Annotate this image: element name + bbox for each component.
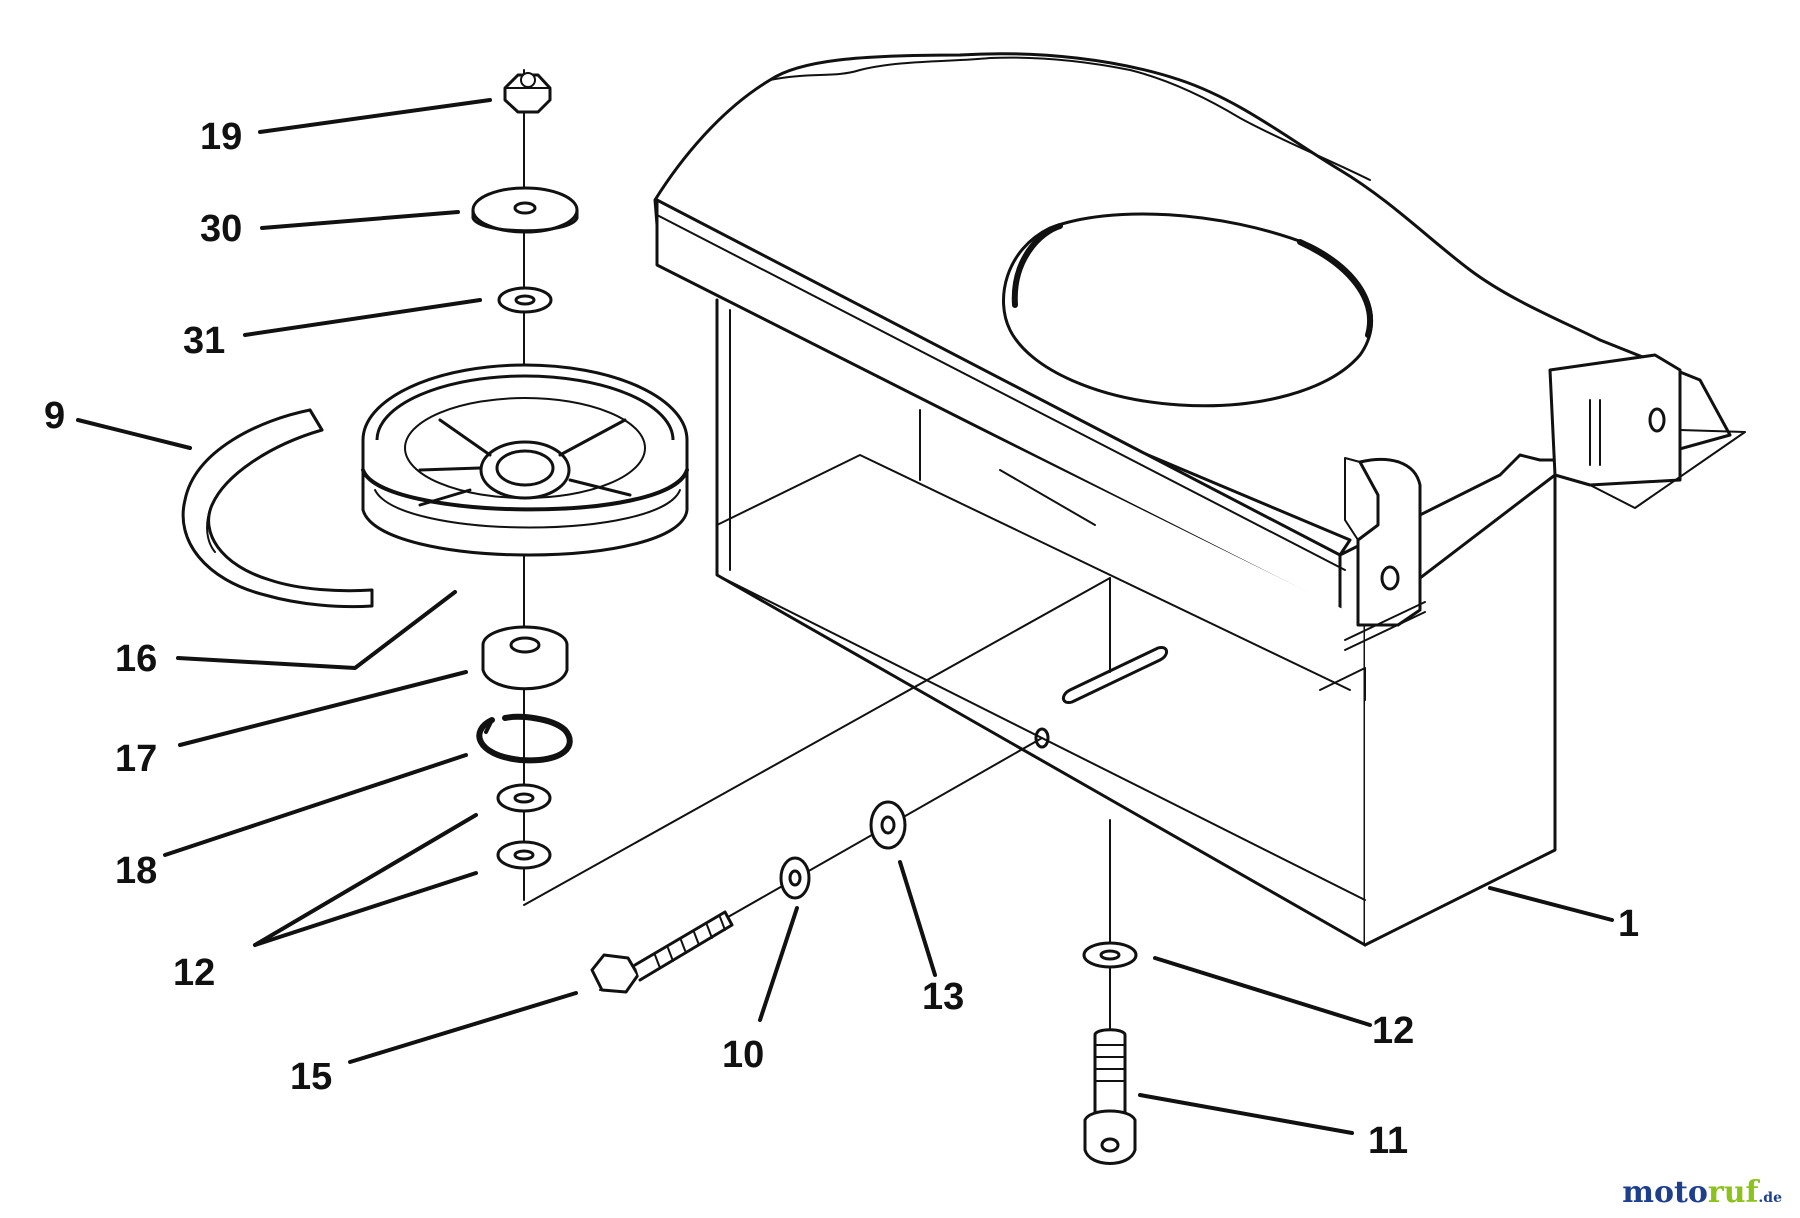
housing-right-bracket (1548, 353, 1682, 487)
watermark-part-c: .de (1758, 1190, 1782, 1206)
callout-1: 1 (1618, 903, 1640, 945)
pulley-part-16 (361, 363, 689, 557)
callout-12-right: 12 (1372, 1010, 1415, 1052)
callout-13: 13 (922, 976, 965, 1018)
housing-hole (1034, 727, 1050, 749)
housing-part-1 (653, 52, 1746, 947)
callout-16: 16 (115, 638, 158, 680)
callout-19: 19 (200, 116, 243, 158)
watermark-logo: motoruf.de (1622, 1175, 1782, 1210)
washer-part-13 (869, 800, 907, 850)
leader-lines (76, 98, 1614, 1135)
watermark-part-b: ruf (1707, 1175, 1759, 1210)
lock-washer-part-10 (779, 856, 811, 900)
pin-part-11 (1083, 1028, 1137, 1165)
belt-part-9 (181, 408, 374, 609)
washer-part-12-upper (496, 783, 552, 813)
callout-10: 10 (722, 1034, 765, 1076)
housing-circular-opening (1002, 212, 1374, 408)
callout-30: 30 (200, 208, 243, 250)
callout-11: 11 (1368, 1120, 1409, 1162)
large-washer-part-30 (471, 186, 579, 234)
watermark-part-a: moto (1622, 1175, 1708, 1210)
snap-ring-part-18 (476, 713, 573, 764)
small-washer-part-31 (497, 286, 553, 314)
washer-part-12-lower (496, 840, 552, 870)
hex-nut-part-19 (503, 72, 552, 114)
callout-12-left: 12 (173, 952, 216, 994)
washer-part-12-right (1082, 941, 1138, 969)
housing-slot (1062, 645, 1168, 705)
axis-line-to-housing (523, 577, 1111, 906)
bearing-part-17 (481, 625, 569, 691)
callout-18: 18 (115, 850, 158, 892)
callout-15: 15 (290, 1056, 333, 1098)
bolt-part-15 (590, 910, 734, 994)
callout-17: 17 (115, 738, 158, 780)
callout-9: 9 (44, 395, 66, 437)
callout-31: 31 (183, 320, 226, 362)
